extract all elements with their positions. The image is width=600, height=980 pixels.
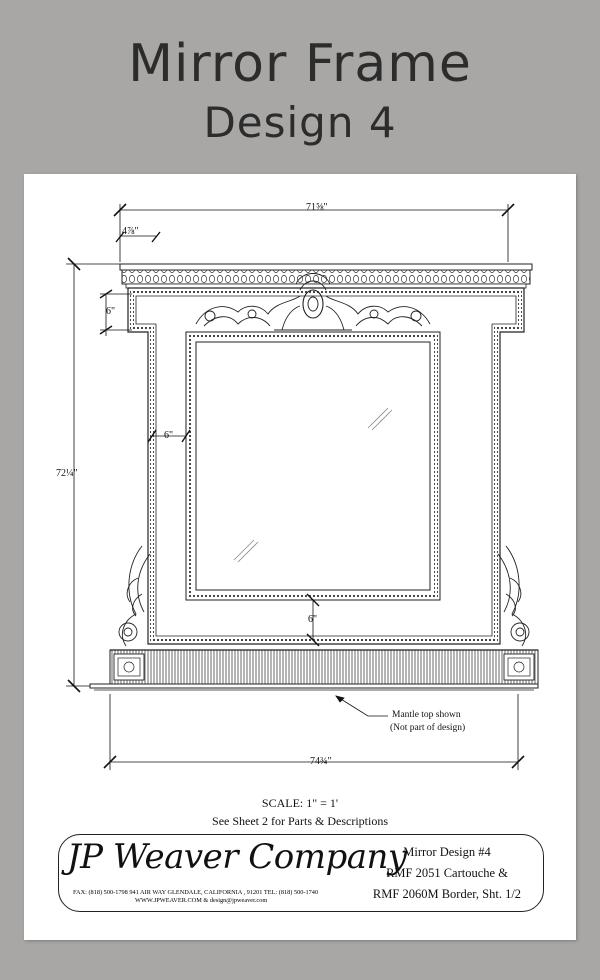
- dim-top-width: 71⅝": [306, 202, 328, 213]
- dim-border-bottom: 6": [308, 614, 318, 625]
- drawing-sheet: 71⅝" 4⅞" 6" 6" 72¼" 6" 74¾" Mantle top s…: [24, 174, 576, 940]
- cartouche-ornament: [195, 273, 431, 331]
- part-border: RMF 2060M Border, Sht. 1/2: [372, 887, 522, 901]
- elevation-drawing: [66, 203, 539, 770]
- dim-border-top: 6": [106, 306, 116, 317]
- mantle-top: [89, 683, 539, 691]
- mantle-note-sub: (Not part of design): [390, 723, 466, 733]
- base-plinth: [109, 649, 539, 685]
- page-subtitle: Design 4: [203, 98, 397, 147]
- right-scroll-ornament: [497, 545, 530, 647]
- web-email-line: WWW.JPWEAVER.COM & design@jpweaver.com: [135, 897, 268, 904]
- company-logo: JP Weaver Company: [67, 837, 407, 877]
- contact-line: FAX: (818) 500-1798 941 AIR WAY GLENDALE…: [73, 889, 319, 896]
- dim-border-side: 6": [164, 430, 174, 441]
- dim-overall-height: 72¼": [56, 468, 78, 479]
- left-scroll-ornament: [118, 545, 151, 647]
- dimension-lines: [66, 203, 525, 770]
- mirror-panel: [185, 331, 441, 601]
- dim-crown-depth: 4⅞": [122, 226, 139, 237]
- dim-bottom-width: 74¾": [310, 756, 332, 767]
- title-block: JP Weaver Company FAX: (818) 500-1798 94…: [58, 834, 544, 912]
- crown-molding: [119, 263, 533, 289]
- design-number: Mirror Design #4: [403, 845, 491, 859]
- see-sheet-note: See Sheet 2 for Parts & Descriptions: [212, 814, 388, 828]
- part-cartouche: RMF 2051 Cartouche &: [386, 866, 508, 880]
- mantle-note: Mantle top shown: [392, 710, 461, 720]
- page-title: Mirror Frame: [128, 34, 472, 94]
- scale-label: SCALE: 1" = 1': [261, 796, 339, 810]
